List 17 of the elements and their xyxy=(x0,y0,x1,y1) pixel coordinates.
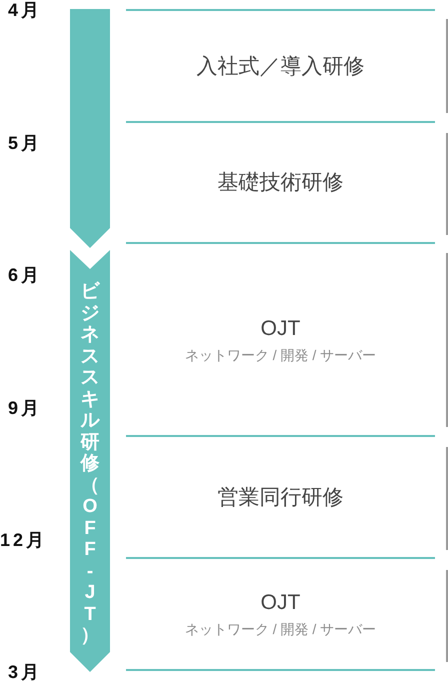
row-title: 営業同行研修 xyxy=(218,484,344,510)
month-label: 4月 xyxy=(8,0,42,20)
row-subtitle: ネットワーク / 開発 / サーバー xyxy=(184,346,376,364)
month-label: 12月 xyxy=(0,530,48,550)
row-title: OJT xyxy=(260,316,300,342)
schedule-row xyxy=(126,557,435,671)
month-label: 6月 xyxy=(8,265,42,285)
month-label: 9月 xyxy=(8,398,42,418)
vertical-label: ビジネススキル研修（OFF-JT） xyxy=(80,281,100,646)
row-title: 入社式／導入研修 xyxy=(196,54,364,80)
row-title: 基礎技術研修 xyxy=(218,170,344,196)
timeline-band xyxy=(70,9,110,248)
month-label: 5月 xyxy=(8,133,42,153)
row-title: OJT xyxy=(260,590,300,616)
row-subtitle: ネットワーク / 開発 / サーバー xyxy=(184,620,376,638)
timeline-band xyxy=(70,250,110,672)
month-label: 3月 xyxy=(8,662,42,682)
